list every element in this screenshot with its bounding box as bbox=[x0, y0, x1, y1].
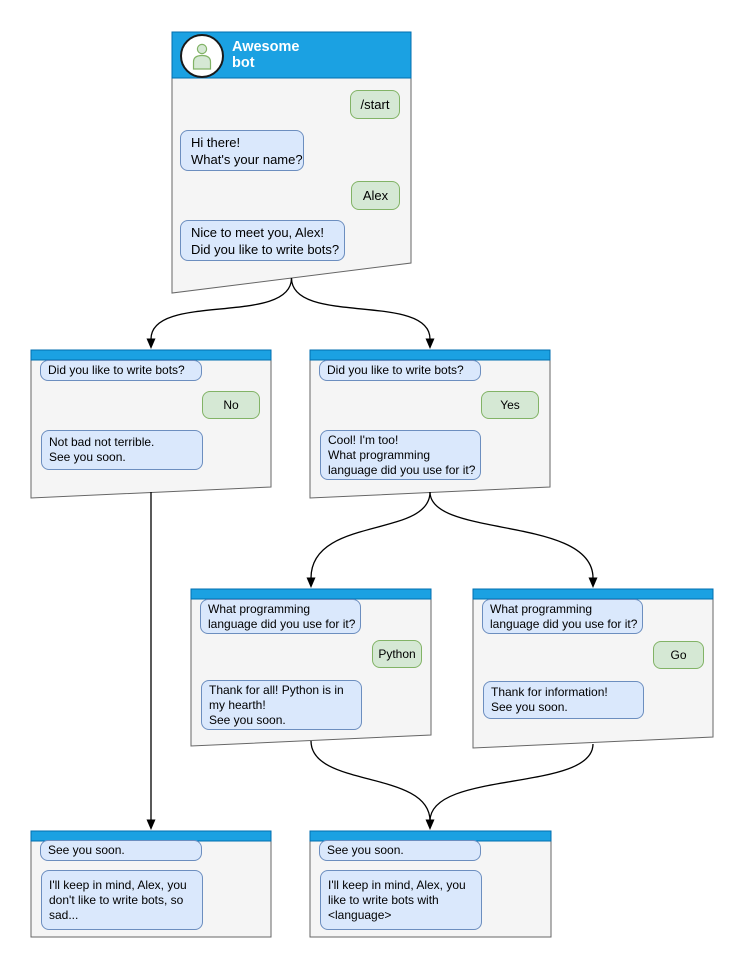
user-message-bubble: /start bbox=[350, 90, 400, 119]
bot-message-bubble: Hi there! What's your name? bbox=[180, 130, 304, 171]
bot-message-bubble: I'll keep in mind, Alex, you don't like … bbox=[41, 870, 203, 930]
bot-message-bubble: Thank for all! Python is in my hearth! S… bbox=[201, 680, 362, 730]
edge-root-to-no bbox=[150, 277, 293, 340]
arrowheads bbox=[146, 338, 598, 830]
bot-message-bubble: See you soon. bbox=[319, 840, 481, 861]
bot-message-bubble: Did you like to write bots? bbox=[40, 360, 202, 381]
bot-message-bubble: What programming language did you use fo… bbox=[482, 599, 643, 634]
edge-yes-to-go bbox=[429, 491, 594, 579]
bot-message-bubble: What programming language did you use fo… bbox=[200, 599, 361, 634]
edge-go-to-end bbox=[429, 743, 594, 822]
bot-message-bubble: I'll keep in mind, Alex, you like to wri… bbox=[320, 870, 482, 930]
user-message-bubble: Yes bbox=[481, 391, 539, 419]
user-message-bubble: No bbox=[202, 391, 260, 419]
edge-python-to-end bbox=[310, 740, 431, 822]
bot-message-bubble: Cool! I'm too! What programming language… bbox=[320, 430, 481, 480]
bot-message-bubble: Thank for information! See you soon. bbox=[483, 681, 644, 719]
user-message-bubble: Python bbox=[372, 640, 422, 668]
edge-root-to-yes bbox=[290, 277, 431, 340]
avatar bbox=[180, 34, 224, 78]
bot-message-bubble: See you soon. bbox=[40, 840, 202, 861]
user-message-bubble: Go bbox=[653, 641, 704, 669]
edge-yes-to-python bbox=[310, 491, 431, 579]
flow-arrows bbox=[150, 277, 594, 822]
bot-title: Awesome bot bbox=[232, 39, 300, 71]
bot-message-bubble: Not bad not terrible. See you soon. bbox=[41, 430, 203, 470]
bot-message-bubble: Nice to meet you, Alex! Did you like to … bbox=[180, 220, 345, 261]
user-avatar-icon bbox=[192, 43, 212, 70]
user-message-bubble: Alex bbox=[351, 181, 400, 210]
bot-message-bubble: Did you like to write bots? bbox=[319, 360, 481, 381]
